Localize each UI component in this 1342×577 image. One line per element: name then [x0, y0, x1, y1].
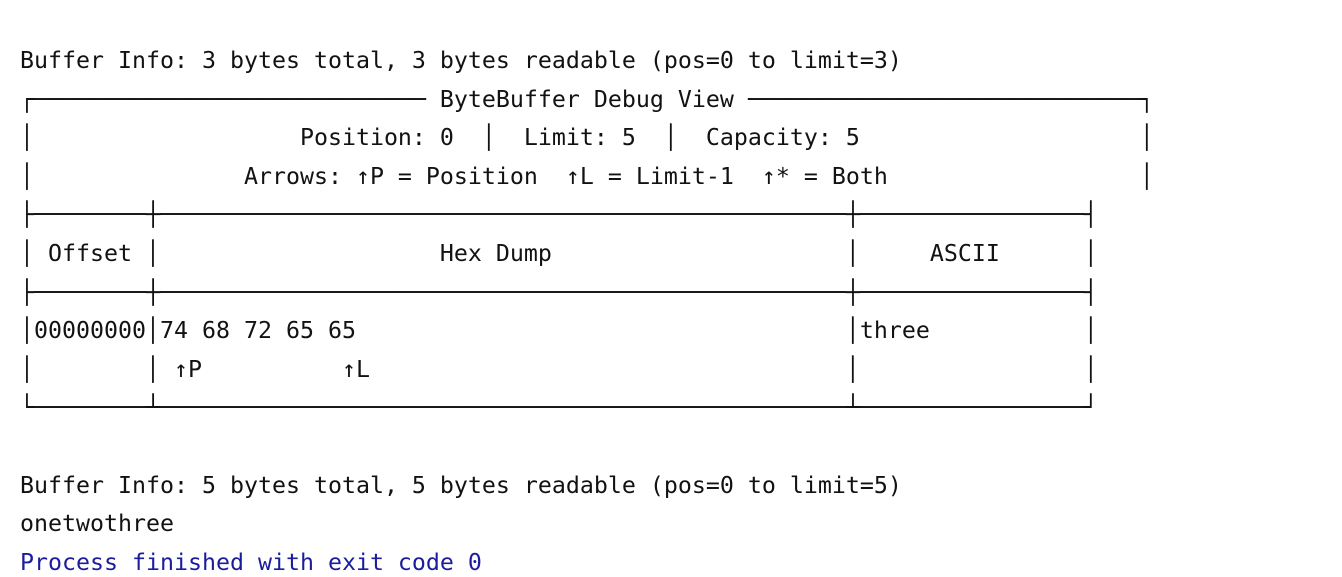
line-table-hex-row: │00000000│74 68 72 65 65 │three │ — [20, 317, 1098, 345]
line-box-top-title: ┌──────────────────────────── ByteBuffer… — [20, 85, 1154, 113]
line-table-header: │ Offset │ Hex Dump │ ASCII │ — [20, 239, 1098, 267]
line-process-finished: Process finished with exit code 0 — [20, 548, 482, 576]
line-box-position-limit-capacity: │ Position: 0 │ Limit: 5 │ Capacity: 5 │ — [20, 124, 1154, 152]
line-blank — [20, 428, 1342, 467]
line-table-arrow-row: │ │ ↑P ↑L │ │ — [20, 355, 1098, 383]
line-table-border-top: ├────────┼──────────────────────────────… — [20, 201, 1098, 229]
line-box-arrows-legend: │ Arrows: ↑P = Position ↑L = Limit-1 ↑* … — [20, 162, 1154, 190]
line-buffer-info-2: Buffer Info: 5 bytes total, 5 bytes read… — [20, 471, 902, 499]
line-table-border-bottom: └────────┴──────────────────────────────… — [20, 394, 1098, 422]
line-table-border-mid: ├────────┼──────────────────────────────… — [20, 278, 1098, 306]
line-buffer-info-1: Buffer Info: 3 bytes total, 3 bytes read… — [20, 47, 902, 74]
line-stdout-onetwothree: onetwothree — [20, 510, 174, 538]
